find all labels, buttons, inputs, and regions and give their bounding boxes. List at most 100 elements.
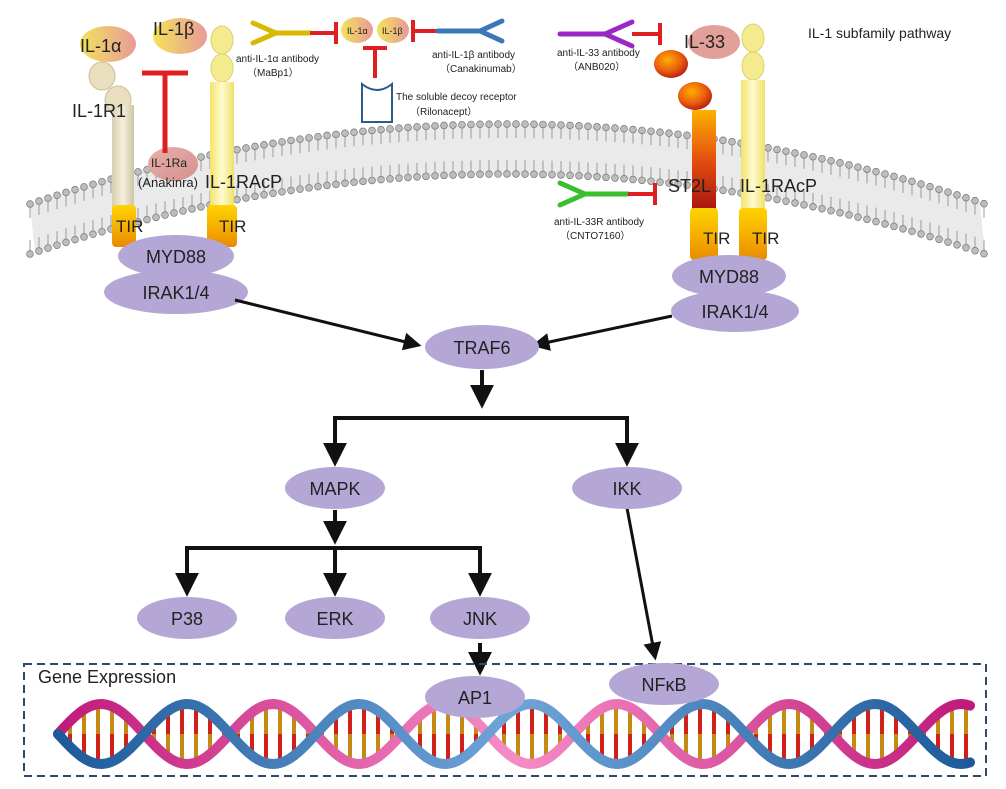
lipid-head bbox=[170, 209, 178, 217]
lipid-head bbox=[656, 128, 664, 136]
lipid-head bbox=[35, 247, 43, 255]
lipid-head bbox=[53, 241, 61, 249]
lipid-head bbox=[386, 125, 394, 133]
lipid-head bbox=[89, 230, 97, 239]
anti-il1a-antibody-icon bbox=[250, 20, 313, 46]
lipid-head bbox=[971, 196, 979, 205]
lipid-head bbox=[674, 130, 682, 138]
anti-il1b-inhibition-mark bbox=[411, 20, 438, 42]
il1b-label: IL-1β bbox=[153, 19, 194, 39]
lipid-head bbox=[197, 153, 205, 161]
lipid-head bbox=[332, 180, 340, 189]
lipid-head bbox=[782, 197, 790, 205]
lipid-head bbox=[62, 188, 70, 197]
lipid-head bbox=[62, 238, 70, 247]
lipid-head bbox=[71, 185, 79, 194]
lipid-head bbox=[413, 123, 421, 131]
lipid-head bbox=[80, 233, 88, 241]
il1ra-inhibition-mark bbox=[142, 70, 188, 153]
lipid-head bbox=[773, 145, 781, 154]
arrow-irak-left-to-traf6 bbox=[234, 298, 422, 351]
lipid-head bbox=[260, 191, 268, 199]
lipid-head bbox=[962, 244, 970, 252]
lipid-head bbox=[593, 173, 601, 181]
lipid-head bbox=[233, 145, 241, 154]
lipid-head bbox=[98, 177, 106, 186]
lipid-head bbox=[899, 225, 907, 233]
lipid-head bbox=[431, 122, 439, 130]
lipid-head bbox=[98, 227, 106, 236]
anti-il1b-label: anti-IL-1β antibody bbox=[432, 50, 515, 61]
il1a-ligand bbox=[80, 26, 136, 62]
lipid-head bbox=[935, 185, 943, 194]
lipid-head bbox=[854, 163, 862, 171]
lipid-head bbox=[944, 238, 952, 246]
lipid-head bbox=[530, 120, 538, 128]
il1ra-label: IL-1Ra bbox=[151, 156, 187, 170]
lipid-head bbox=[548, 170, 556, 179]
lipid-head bbox=[134, 168, 142, 176]
lipid-head bbox=[530, 170, 538, 178]
arrow-ikk-to-nfkb bbox=[625, 507, 662, 661]
il1racp-left-receptor bbox=[207, 25, 237, 247]
lipid-head bbox=[575, 122, 583, 130]
lipid-head bbox=[980, 249, 988, 258]
lipid-head bbox=[467, 120, 475, 129]
lipid-head bbox=[602, 173, 610, 182]
lipid-head bbox=[872, 217, 880, 226]
nfkb-node: NFκB bbox=[609, 663, 719, 705]
lipid-head bbox=[440, 171, 448, 180]
lipid-head bbox=[503, 170, 511, 178]
myd88-right-label: MYD88 bbox=[699, 267, 759, 287]
anti-il33-sub-label: （ANB020） bbox=[568, 61, 625, 73]
ap1-label: AP1 bbox=[458, 688, 492, 708]
lipid-head bbox=[611, 124, 619, 132]
anti-il1b-sub-label: （Canakinumab） bbox=[440, 63, 522, 75]
decoy-receptor-icon bbox=[361, 81, 393, 123]
lipid-head bbox=[260, 141, 268, 149]
decoy-label: The soluble decoy receptor bbox=[396, 92, 517, 103]
lipid-head bbox=[161, 211, 169, 219]
lipid-head bbox=[881, 220, 889, 228]
lipid-head bbox=[512, 170, 520, 178]
myd88-right-node: MYD88 bbox=[672, 255, 786, 297]
dna-helix bbox=[53, 698, 975, 770]
lipid-head bbox=[782, 147, 790, 155]
lipid-head bbox=[521, 120, 529, 128]
dna-strand-pink bbox=[53, 698, 975, 770]
lipid-head bbox=[512, 120, 520, 128]
diagram-title: IL-1 subfamily pathway bbox=[808, 25, 951, 41]
il33-label: IL-33 bbox=[684, 32, 725, 52]
lipid-head bbox=[557, 171, 565, 179]
lipid-head bbox=[791, 199, 799, 207]
il1a-small-label: IL-1α bbox=[347, 26, 368, 36]
lipid-head bbox=[647, 177, 655, 185]
traf6-node: TRAF6 bbox=[425, 325, 539, 369]
lipid-head bbox=[314, 182, 322, 191]
lipid-head bbox=[359, 177, 367, 186]
lipid-head bbox=[305, 134, 313, 142]
traf6-label: TRAF6 bbox=[453, 338, 510, 358]
nfkb-label: NFκB bbox=[642, 675, 687, 695]
lipid-head bbox=[26, 200, 34, 208]
lipid-head bbox=[521, 170, 529, 178]
lipid-head bbox=[269, 189, 277, 198]
lipid-head bbox=[341, 179, 349, 188]
lipid-head bbox=[242, 144, 250, 152]
p38-node: P38 bbox=[137, 597, 237, 639]
lipid-head bbox=[143, 215, 151, 224]
lipid-head bbox=[917, 180, 925, 188]
il33-ligand bbox=[688, 25, 740, 59]
lipid-head bbox=[953, 241, 961, 249]
lipid-head bbox=[809, 152, 817, 161]
lipid-head bbox=[773, 195, 781, 204]
tir-left-1: TIR bbox=[116, 217, 143, 236]
lipid-head bbox=[638, 126, 646, 135]
lipid-head bbox=[323, 181, 331, 190]
lipid-head bbox=[179, 207, 187, 215]
lipid-head bbox=[404, 123, 412, 132]
ikk-node: IKK bbox=[572, 467, 682, 509]
lipid-head bbox=[566, 121, 574, 130]
il1a-label: IL-1α bbox=[80, 36, 121, 56]
lipid-head bbox=[899, 175, 907, 183]
